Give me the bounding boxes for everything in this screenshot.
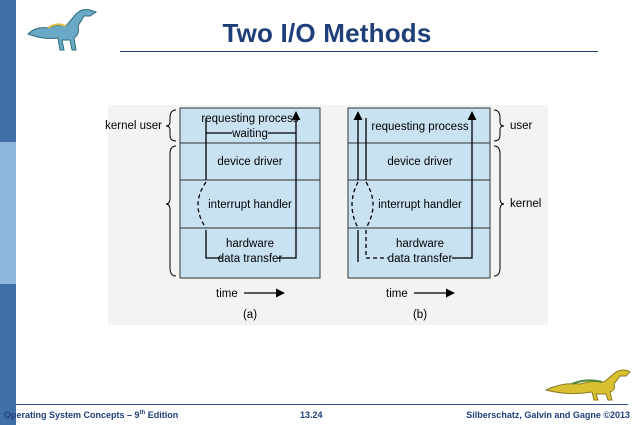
diagram-b-caption: (b) [413, 309, 427, 321]
diagram-a-layer-requesting-process: requesting process [201, 113, 298, 125]
diagram-b-layer-hardware: hardware [396, 238, 444, 250]
diagram-a-layer-hardware: hardware [226, 238, 274, 250]
side-accent-top [0, 0, 16, 142]
side-accent-middle [0, 142, 16, 284]
footer-rule [16, 404, 628, 405]
diagram-a-brace-bottom [165, 145, 177, 277]
title-rule [120, 51, 598, 52]
footer-page-number: 13.24 [300, 410, 323, 420]
dinosaur-logo-bottom-icon [544, 369, 631, 401]
diagram-b-box [347, 107, 491, 279]
footer-authors: Silberschatz, Galvin and Gagne ©2013 [466, 410, 630, 420]
diagram-a-caption: (a) [243, 309, 257, 321]
diagram-b-curve-dashed-inner [365, 181, 374, 229]
diagram-a-layer-interrupt-handler: interrupt handler [208, 199, 292, 211]
diagram-a-data-transfer: data transfer [218, 253, 283, 265]
diagram-a-curve-dashed [197, 181, 207, 229]
diagram-a-up-arrow [278, 111, 301, 259]
diagram-b-curve-dashed-outer [351, 181, 359, 229]
slide-title: Two I/O Methods [222, 18, 432, 48]
diagram-b-lower-inner [365, 230, 388, 259]
diagram-a-waiting: waiting [231, 128, 268, 140]
diagram-a-time-label: time [216, 288, 238, 300]
diagram-a: requesting process waiting device driver… [105, 107, 321, 321]
diagram-b: requesting process device driver interru… [347, 107, 541, 321]
diagram-b-layer-device-driver: device driver [387, 156, 452, 168]
diagram-b-layer-requesting-process: requesting process [371, 121, 468, 133]
diagram-a-layer-device-driver: device driver [217, 156, 282, 168]
diagram-a-side-label: kernel user [105, 120, 162, 132]
diagram-b-label-user: user [510, 120, 533, 132]
dinosaur-logo-icon [27, 9, 98, 51]
footer-book-title: Operating System Concepts – 9th Edition [4, 410, 179, 420]
diagram-a-down-arrow-lower [205, 230, 222, 259]
diagram-a-box [179, 107, 321, 279]
diagram-b-time-label: time [386, 288, 408, 300]
diagram-b-data-transfer: data transfer [388, 253, 453, 265]
diagram-b-label-kernel: kernel [510, 198, 541, 210]
side-accent-bottom [0, 284, 16, 425]
diagram-a-brace-top [165, 109, 177, 142]
diagram-b-up-arrow-right [452, 111, 477, 259]
diagram-b-brace-kernel [493, 145, 505, 277]
diagram-b-layer-interrupt-handler: interrupt handler [378, 199, 462, 211]
diagram-b-brace-user [493, 109, 505, 142]
